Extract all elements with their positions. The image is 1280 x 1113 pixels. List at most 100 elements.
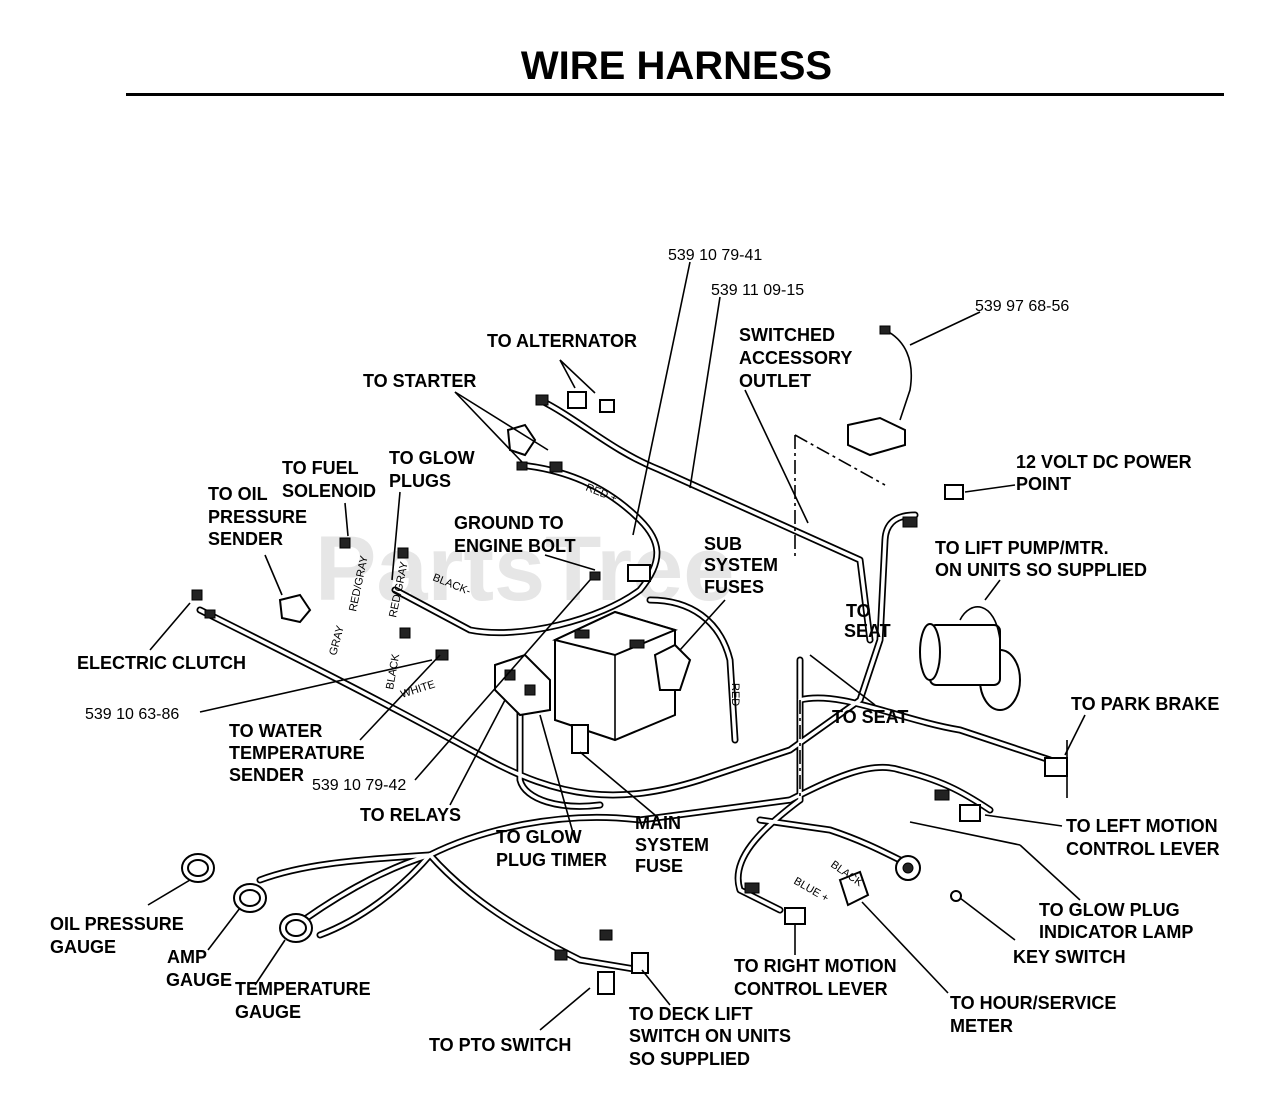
label-to-lift-pump: TO LIFT PUMP/MTR. ON UNITS SO SUPPLIED — [935, 538, 1147, 580]
label-sub-system-fuses: SUB SYSTEM FUSES — [704, 534, 778, 597]
starter-connector — [506, 423, 563, 473]
harness-wires — [196, 396, 1054, 974]
label-to-alternator: TO ALTERNATOR — [487, 331, 637, 351]
park-brake-switch — [1044, 740, 1068, 798]
leader-lines — [147, 261, 1086, 1031]
label-line: TO GLOW — [389, 448, 475, 468]
label-line: SYSTEM — [704, 555, 778, 575]
wire-bundle — [756, 816, 904, 864]
label-to-oil-pressure-sender: TO OIL PRESSURE SENDER — [208, 484, 307, 549]
power-point-connector — [902, 484, 964, 528]
left-motion-switch — [934, 789, 981, 822]
label-line: GROUND TO — [454, 513, 564, 533]
label-to-seat-upper: TO SEAT — [844, 601, 891, 641]
label-to-left-motion-control-lever: TO LEFT MOTION CONTROL LEVER — [1066, 816, 1220, 859]
ground-connector — [589, 564, 651, 582]
label-to-right-motion-control-lever: TO RIGHT MOTION CONTROL LEVER — [734, 956, 897, 999]
wire-bundle-inner — [393, 463, 659, 635]
label-line: FUSES — [704, 577, 764, 597]
label-line: SUB — [704, 534, 742, 554]
battery — [552, 610, 678, 742]
label-to-glow-plug-indicator-lamp: TO GLOW PLUG INDICATOR LAMP — [1039, 900, 1193, 942]
wire-bundle-inner — [428, 853, 642, 972]
label-line: CONTROL LEVER — [1066, 839, 1220, 859]
label-line: SO SUPPLIED — [629, 1049, 750, 1069]
oil-pressure-gauge-part — [181, 853, 215, 883]
title-underline — [126, 93, 1224, 96]
part-number-539-10-63-86: 539 10 63-86 — [85, 706, 179, 723]
lift-pump-motor — [919, 606, 1021, 711]
accessory-outlet — [847, 325, 912, 457]
label-temperature-gauge: TEMPERATURE GAUGE — [235, 979, 371, 1022]
hour-meter — [838, 870, 870, 907]
label-electric-clutch: ELECTRIC CLUTCH — [77, 653, 246, 673]
label-line: SENDER — [229, 765, 304, 785]
oil-pressure-sender — [278, 593, 312, 624]
label-line: INDICATOR LAMP — [1039, 922, 1193, 942]
label-line: TO — [846, 601, 871, 621]
sub-system-fuse-holder — [653, 643, 692, 691]
label-line: TO WATER — [229, 721, 322, 741]
label-line: TO HOUR/SERVICE — [950, 993, 1116, 1013]
part-number-539-10-79-42: 539 10 79-42 — [312, 777, 406, 794]
wire-tag-blue-plus: BLUE + — [792, 875, 831, 905]
label-line: SYSTEM — [635, 835, 709, 855]
engine-connectors — [339, 537, 449, 661]
label-line: METER — [950, 1016, 1013, 1036]
key-switch — [895, 855, 962, 902]
label-to-relays: TO RELAYS — [360, 805, 461, 825]
label-line: CONTROL LEVER — [734, 979, 888, 999]
label-line: GAUGE — [50, 937, 116, 957]
label-line: OIL PRESSURE — [50, 914, 184, 934]
page-title: WIRE HARNESS — [520, 44, 833, 88]
part-number-539-11-09-15: 539 11 09-15 — [711, 282, 804, 299]
label-to-glow-plug-timer: TO GLOW PLUG TIMER — [496, 827, 607, 870]
wire-bundle-inner — [758, 818, 902, 862]
label-line: GAUGE — [235, 1002, 301, 1022]
label-line: OUTLET — [739, 371, 811, 391]
wire-bundle — [786, 763, 994, 814]
label-line: TO RIGHT MOTION — [734, 956, 897, 976]
label-to-water-temperature-sender: TO WATER TEMPERATURE SENDER — [229, 721, 365, 785]
right-motion-switch — [744, 882, 806, 925]
label-line: TO LIFT PUMP/MTR. — [935, 538, 1109, 558]
wire-tag-red-plus: RED + — [584, 482, 619, 505]
wire-tag-black: BLACK — [384, 652, 402, 690]
pto-switch-part — [597, 971, 615, 995]
label-to-seat: TO SEAT — [832, 707, 908, 727]
amp-gauge-part — [233, 883, 267, 913]
wire-bundle-inner — [258, 853, 432, 882]
label-oil-pressure-gauge: OIL PRESSURE GAUGE — [50, 914, 184, 957]
wire-bundle — [426, 851, 644, 974]
wire-tag-white: WHITE — [399, 678, 436, 700]
label-line: TO GLOW — [496, 827, 582, 847]
label-line: SOLENOID — [282, 481, 376, 501]
label-line: FUSE — [635, 856, 683, 876]
label-line: PLUG TIMER — [496, 850, 607, 870]
label-line: SWITCHED — [739, 325, 835, 345]
label-line: SWITCH ON UNITS — [629, 1026, 791, 1046]
label-main-system-fuse: MAIN SYSTEM FUSE — [635, 813, 709, 876]
label-line: 12 VOLT DC POWER — [1016, 452, 1192, 472]
label-line: GAUGE — [166, 970, 232, 990]
electric-clutch-connector — [191, 589, 216, 619]
label-line: TO GLOW PLUG — [1039, 900, 1180, 920]
wire-bundle-inner — [736, 798, 802, 912]
label-12-volt-power-point: 12 VOLT DC POWER POINT — [1016, 452, 1192, 494]
label-line: PRESSURE — [208, 507, 307, 527]
label-line: AMP — [167, 947, 207, 967]
deck-lift-switch-part — [554, 929, 649, 974]
wire-tag-gray: GRAY — [327, 624, 347, 657]
label-to-pto-switch: TO PTO SWITCH — [429, 1035, 571, 1055]
temperature-gauge-part — [279, 913, 313, 943]
accessory-dash-line — [794, 434, 886, 800]
part-number-539-97-68-56: 539 97 68-56 — [975, 298, 1069, 315]
wire-bundle-inner — [798, 696, 1052, 762]
label-to-glow-plugs: TO GLOW PLUGS — [389, 448, 475, 491]
label-to-deck-lift-switch: TO DECK LIFT SWITCH ON UNITS SO SUPPLIED — [629, 1004, 791, 1069]
wire-tag-red: RED — [729, 683, 741, 706]
relay-block — [494, 653, 551, 717]
label-ground-to-engine-bolt: GROUND TO ENGINE BOLT — [454, 513, 576, 556]
label-amp-gauge: AMP GAUGE — [166, 947, 232, 990]
